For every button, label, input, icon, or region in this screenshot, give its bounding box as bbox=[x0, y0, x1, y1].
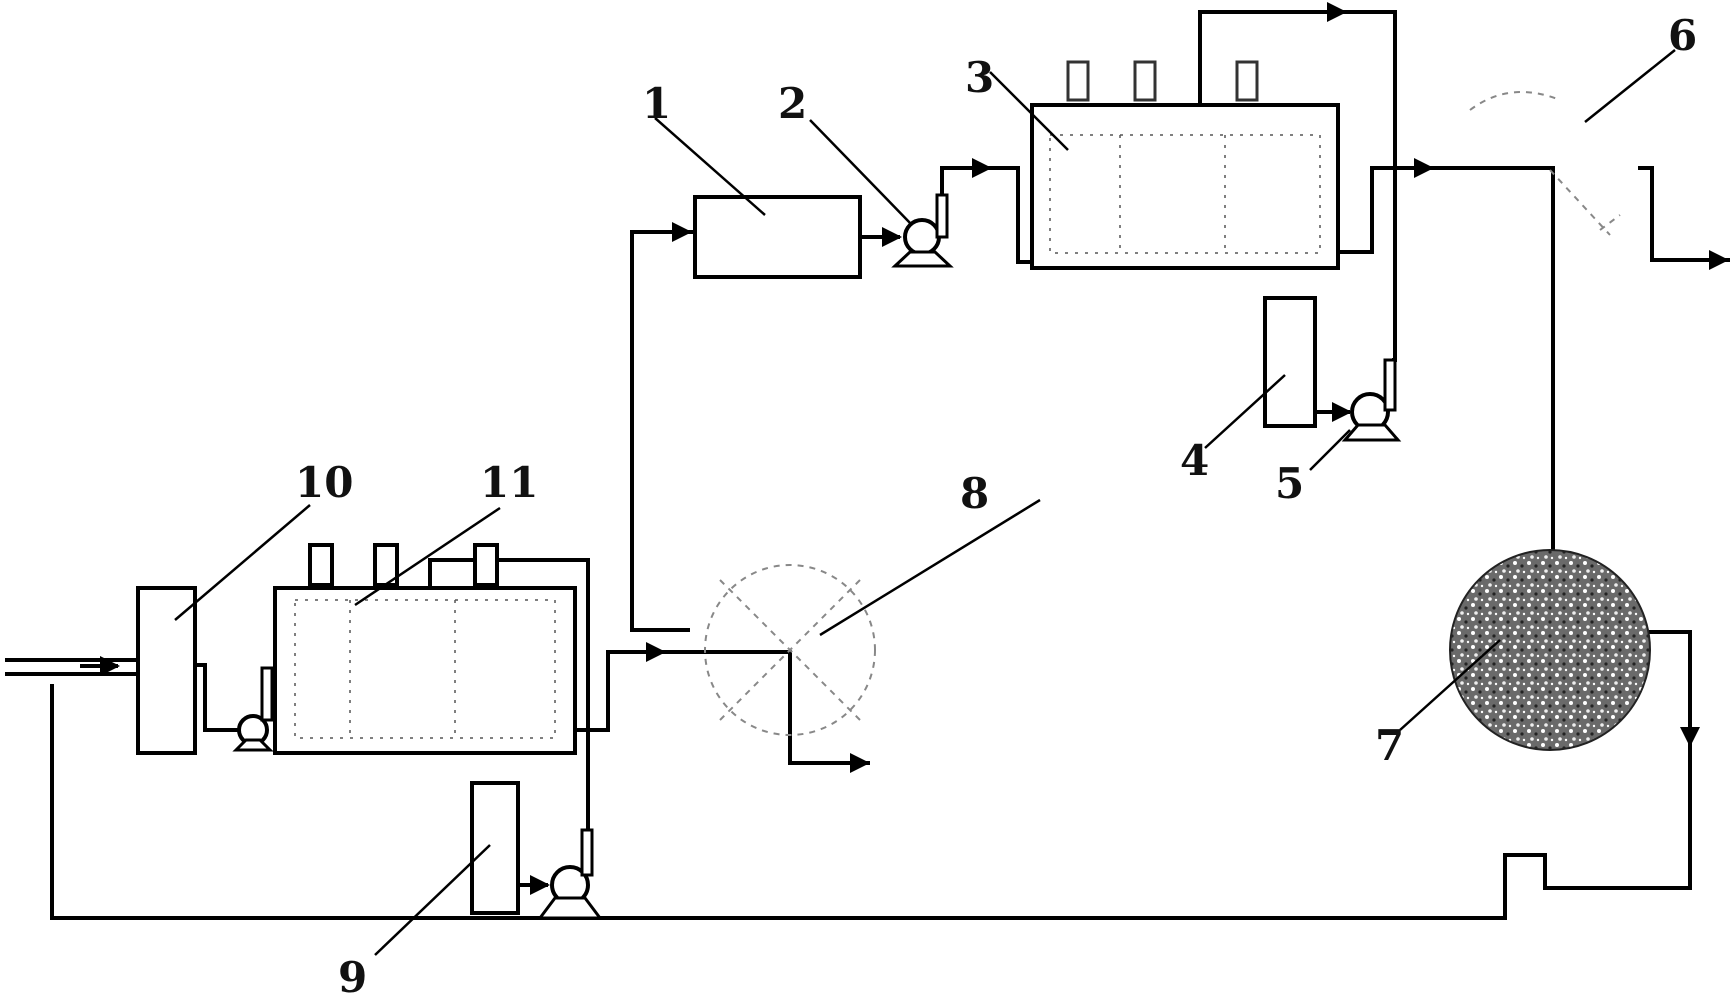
tank-3 bbox=[1030, 60, 1340, 270]
label-11: 11 bbox=[480, 458, 538, 507]
label-5: 5 bbox=[1275, 459, 1304, 508]
label-2: 2 bbox=[778, 79, 807, 128]
unit-6 bbox=[1469, 91, 1621, 236]
label-4: 4 bbox=[1180, 436, 1209, 485]
pump-5 bbox=[1341, 358, 1402, 442]
pipe-6-outlet bbox=[1638, 166, 1730, 262]
pipe-pump-9-up bbox=[428, 558, 590, 855]
pipe-3-to-6 bbox=[1338, 166, 1550, 254]
pump-9 bbox=[537, 828, 603, 920]
reactor-7 bbox=[1449, 549, 1651, 751]
pipe-8-outlet bbox=[715, 650, 870, 765]
unit-1 bbox=[693, 195, 862, 279]
separator-8 bbox=[704, 564, 876, 736]
label-7: 7 bbox=[1375, 721, 1404, 770]
pipe-6-to-7 bbox=[1550, 166, 1555, 555]
pipe-8-to-1 bbox=[630, 230, 695, 632]
tank-11-instrument-1 bbox=[308, 543, 334, 587]
label-9: 9 bbox=[338, 953, 367, 1002]
label-6: 6 bbox=[1668, 11, 1697, 60]
tank-3-instrument-2 bbox=[1133, 60, 1157, 102]
unit-9 bbox=[470, 781, 520, 915]
pump-2 bbox=[891, 193, 954, 268]
label-8: 8 bbox=[960, 469, 989, 518]
tank-3-instrument-3 bbox=[1235, 60, 1259, 102]
tank-3-instrument-1 bbox=[1066, 60, 1090, 102]
pipe-5-up bbox=[1392, 168, 1397, 362]
label-10: 10 bbox=[295, 458, 353, 507]
pump-10-11 bbox=[232, 666, 274, 752]
pipe-network bbox=[5, 2, 1730, 920]
unit-10 bbox=[136, 586, 197, 755]
unit-4 bbox=[1263, 296, 1317, 428]
label-1: 1 bbox=[642, 79, 671, 128]
pipe-11-to-8 bbox=[575, 650, 715, 732]
pipe-10-to-pump bbox=[195, 663, 238, 732]
label-3: 3 bbox=[965, 53, 994, 102]
pipe-2-to-3 bbox=[940, 166, 1032, 264]
tank-11 bbox=[273, 543, 577, 755]
tank-11-instrument-3 bbox=[473, 543, 499, 587]
leader-lines bbox=[174, 49, 1676, 956]
